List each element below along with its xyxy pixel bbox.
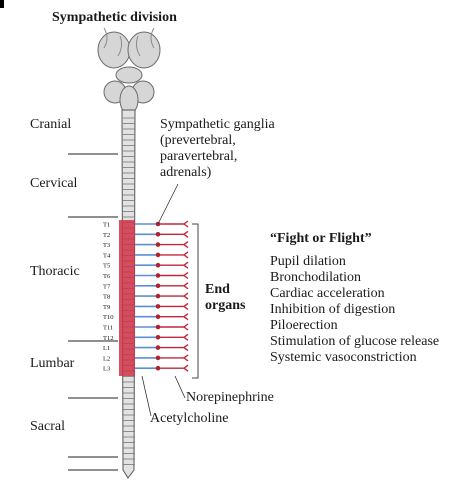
effect-item: Systemic vasoconstriction [270,350,417,365]
norepinephrine-pointer [174,375,186,399]
ganglion-node [155,252,161,258]
fiber-terminal [182,344,189,352]
region-label-sacral: Sacral [30,419,65,434]
fiber-terminal [182,292,189,300]
fiber-terminal [182,333,189,341]
segment-label: T12 [103,335,113,342]
segment-label: L3 [103,366,110,373]
segment-label: T6 [103,273,111,280]
ganglion-node [155,242,161,247]
effect-item: Stimulation of glucose release [270,334,440,349]
fiber-terminal [182,354,189,362]
fiber-terminal [182,220,189,228]
end-organs-bracket [192,223,199,379]
segment-label: T8 [103,294,110,301]
effect-item: Cardiac acceleration [270,286,385,301]
fiber-terminal [182,241,189,249]
ganglion-node [155,335,161,340]
fiber-terminal [182,271,189,280]
ganglion-node [155,293,161,299]
segment-label: L2 [103,355,110,362]
segment-label: T5 [103,263,110,270]
end-organs-line-1: End [205,282,230,297]
fiber-terminal [182,261,189,269]
thoracolumbar-column [119,220,135,376]
ganglion-node [155,262,161,268]
segment-label: T7 [103,283,111,290]
ganglia-label: Sympathetic ganglia (prevertebral, parav… [160,117,275,181]
ganglion-node [155,273,161,278]
brain-illustration [97,27,161,115]
region-label-cranial: Cranial [30,117,72,132]
effect-item: Bronchodilation [270,270,361,285]
segment-label: T2 [103,232,110,239]
effects-list: Pupil dilation Bronchodilation Cardiac a… [270,254,439,366]
acetylcholine-label: Acetylcholine [150,411,229,426]
fiber-terminal [182,323,189,331]
ganglion-node [155,345,161,350]
diagram-title: Sympathetic division [52,10,177,25]
fiber-terminal [182,282,189,290]
ganglion-node [155,365,161,371]
brain-right-lobe [127,31,161,69]
region-label-cervical: Cervical [30,176,78,191]
region-label-lumbar: Lumbar [30,356,75,371]
ganglion-node [155,314,161,320]
effect-item: Piloerection [270,318,338,333]
ganglia-label-line-1: Sympathetic ganglia [160,117,275,132]
ganglion-node [155,304,161,309]
ganglia-pointer [157,183,179,225]
segment-label: T10 [103,314,113,321]
segment-label: T11 [103,325,113,332]
fiber-terminal [182,313,189,321]
effect-item: Pupil dilation [270,254,346,269]
segment-label: T1 [103,222,110,229]
effects-heading: “Fight or Flight” [270,231,372,246]
end-organs-line-2: organs [205,298,246,313]
ganglion-node [155,324,161,330]
brain-left-lobe [97,31,131,69]
effect-item: Inhibition of digestion [270,302,396,317]
fiber-terminal [182,251,189,259]
acetylcholine-pointer [141,375,152,417]
midbrain [115,66,143,84]
fiber-terminal [182,364,189,372]
fiber-terminal [182,302,189,310]
fiber-terminal [182,230,189,238]
segment-label: T3 [103,242,110,249]
ganglia-label-line-2: (prevertebral, [160,133,236,148]
ganglion-node [155,355,161,361]
segment-label: T4 [103,252,111,259]
ganglia-label-line-4: adrenals) [160,165,212,180]
segment-label: L1 [103,345,110,352]
ganglion-node [155,232,161,237]
segment-label: T9 [103,304,110,311]
region-label-thoracic: Thoracic [30,264,80,279]
norepinephrine-label: Norepinephrine [186,390,274,405]
region-dividers [68,153,118,471]
ganglia-label-line-3: paravertebral, [160,149,238,164]
corner-mark [0,0,4,8]
end-organs-label: End organs [205,282,245,314]
ganglion-node [155,283,161,289]
